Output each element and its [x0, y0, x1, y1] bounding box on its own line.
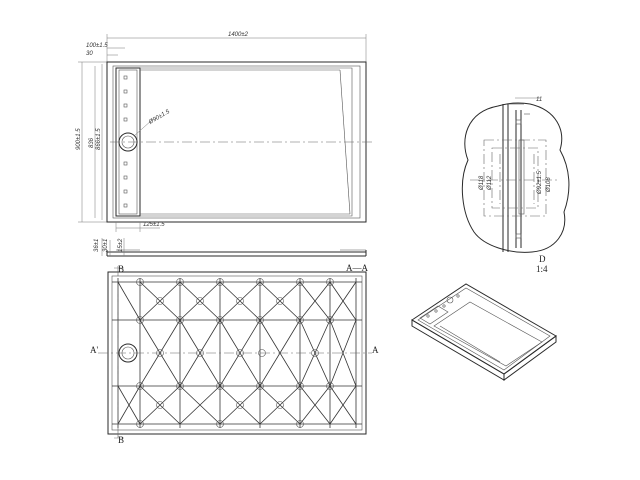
section-b-bottom: B [118, 435, 124, 445]
detail-boundary [461, 102, 570, 253]
height-inner-1-label: 836 [89, 137, 95, 148]
detail-label: D [539, 254, 546, 264]
section-b-top: B [118, 264, 124, 274]
section-a-right: A [372, 345, 379, 355]
channel-width-label: 125±1.5 [143, 222, 165, 228]
top-offset-1-label: 100±1.5 [86, 43, 108, 49]
side-view: 36±1 30±1 15±2 [94, 238, 367, 257]
top-view: 1400±2 100±1.5 30 900±1.5 836 866±1.5 [76, 32, 372, 232]
section-a-left: A' [90, 345, 98, 355]
section-aa-marker: A—A [346, 263, 368, 273]
top-offset-2-label: 30 [86, 51, 93, 57]
side-dim-b-label: 30±1 [103, 239, 109, 252]
drain-diameter-label: Ø90±1.5 [147, 109, 171, 127]
detail-dim-d2: Ø112 [487, 175, 493, 191]
overall-width-label: 1400±2 [228, 32, 249, 38]
bottom-view: B B A' A A—A [90, 263, 379, 445]
height-inner-2-label: 866±1.5 [96, 128, 102, 150]
support-feet [136, 278, 334, 428]
detail-dim-d1: Ø118 [479, 175, 485, 191]
detail-scale: 1:4 [536, 264, 548, 274]
detail-dim-d4: Ø108 [546, 177, 552, 193]
isometric-view [411, 283, 557, 381]
channel-holes [123, 75, 128, 208]
side-dim-c-label: 15±2 [118, 238, 124, 252]
side-dim-a-label: 36±1 [94, 239, 100, 252]
detail-view: 11 Ø118 Ø112 Ø92±1.5 Ø108 D 1:4 [461, 97, 570, 274]
detail-dim-d3: Ø92±1.5 [537, 170, 543, 195]
detail-dim-top: 11 [536, 97, 542, 103]
height-overall-label: 900±1.5 [76, 128, 82, 150]
